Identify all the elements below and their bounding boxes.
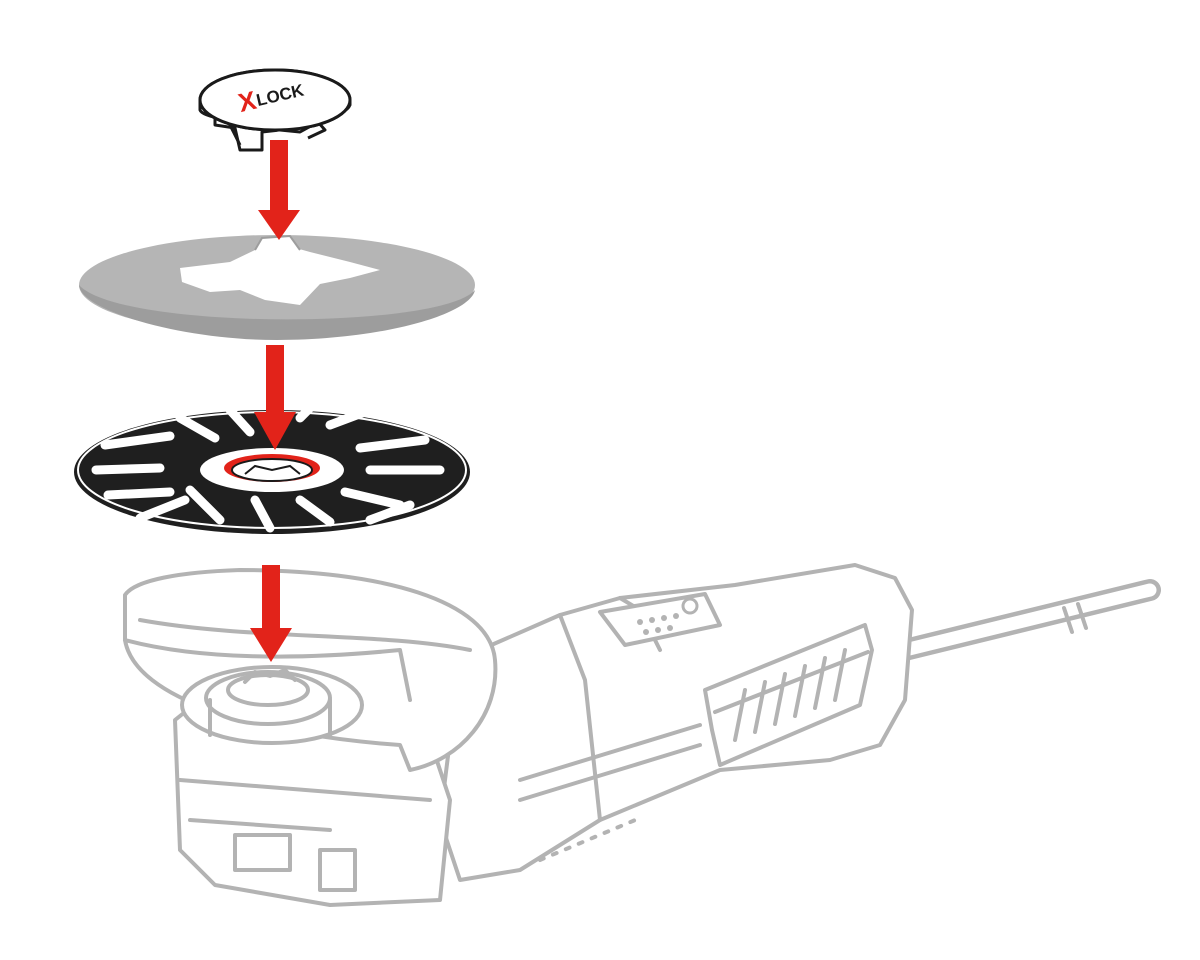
support-flange [79,234,475,340]
grinder-body [438,563,914,882]
wheel-slots [91,403,445,533]
switch-panel [598,592,722,647]
angle-grinder [123,563,1161,907]
power-cord [894,579,1161,661]
arrow-step-2 [254,345,296,450]
x-lock-spindle-mount [180,665,364,745]
x-lock-clamping-unit: X LOCK [198,68,352,152]
arrow-step-3 [250,565,292,662]
flange-center-cutout [180,245,380,305]
vent-grille [703,623,874,767]
assembly-arrows [250,140,300,662]
flap-disc-wheel [74,403,470,534]
arrow-step-1 [258,140,300,240]
